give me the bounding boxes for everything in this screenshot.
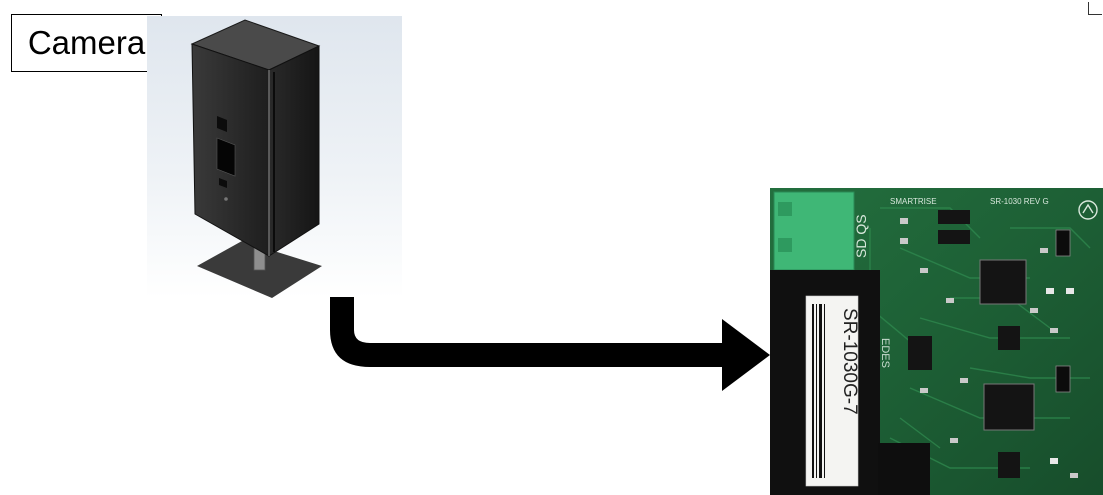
brand-silkscreen: SMARTRISE	[890, 197, 937, 206]
circuit-board-image: SD QS SR-1030G-7 EDES SMARTRISE SR-1030 …	[770, 188, 1103, 495]
camera-label: Camera	[11, 14, 162, 72]
corner-mark	[1088, 2, 1102, 15]
camera-sensor-slot-top	[217, 116, 227, 132]
ic-chip-upper	[979, 259, 1027, 305]
regulator-chip	[908, 336, 932, 370]
connector-silkscreen-label: SD QS	[853, 214, 869, 258]
smd-components	[900, 218, 1078, 478]
camera-lens-window	[216, 137, 236, 177]
jumper-header-top	[1055, 229, 1071, 257]
camera-image	[147, 16, 402, 298]
barcode-bars	[812, 304, 825, 478]
barcode-sticker	[805, 295, 859, 487]
terminal-screw-1	[778, 202, 792, 216]
ic-chip-small-mid	[998, 326, 1020, 350]
smd-package-2	[938, 230, 970, 244]
ic-chip-lower	[983, 383, 1035, 431]
terminal-screw-2	[778, 238, 792, 252]
camera-indicator-dot	[224, 197, 228, 201]
orientation-mark-icon	[1078, 200, 1098, 220]
connector-block-bottom	[878, 443, 930, 495]
ic-chip-small-bottom	[998, 452, 1020, 478]
camera-label-text: Camera	[27, 24, 146, 61]
jumper-header-bottom	[1055, 365, 1071, 393]
smd-package-1	[938, 210, 970, 224]
barcode-sticker-text: SR-1030G-7	[839, 308, 860, 415]
model-silkscreen: SR-1030 REV G	[990, 197, 1049, 206]
side-silkscreen-label: EDES	[879, 338, 891, 368]
camera-sensor-slot-bottom	[219, 178, 227, 188]
arrow-shape	[330, 297, 770, 391]
